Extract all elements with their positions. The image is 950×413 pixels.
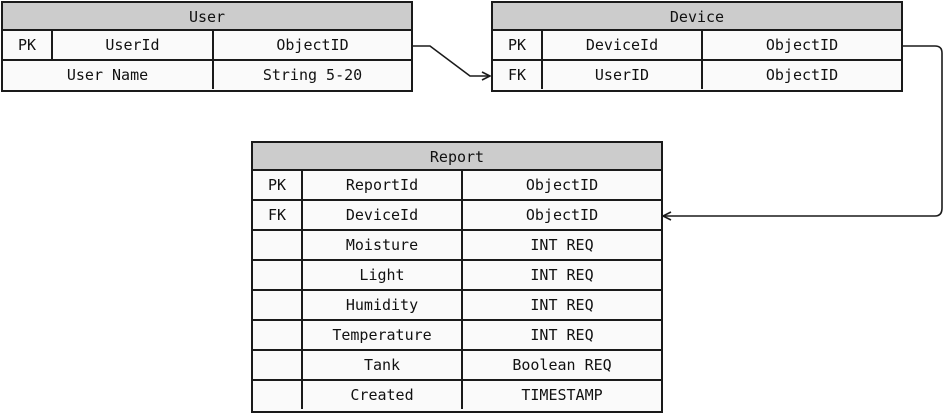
field-type-cell: Boolean REQ <box>512 356 612 374</box>
key-cell: PK <box>493 31 543 59</box>
field-type-cell: ObjectID <box>525 206 599 224</box>
field-type-cell: ObjectID <box>765 36 839 54</box>
table-row: PK DeviceId ObjectID <box>493 31 901 61</box>
connector-device-to-report <box>663 45 943 216</box>
table-row: Temperature INT REQ <box>253 321 661 351</box>
field-type-cell: ObjectID <box>765 66 839 84</box>
device-table: Device PK DeviceId ObjectID FK UserID Ob… <box>491 1 903 92</box>
field-name-cell: Humidity <box>303 291 463 319</box>
table-row: PK UserId ObjectID <box>3 31 411 61</box>
field-type-cell: ObjectID <box>276 36 349 54</box>
field-name-cell: Temperature <box>303 321 463 349</box>
table-row: Light INT REQ <box>253 261 661 291</box>
field-type-cell: INT REQ <box>530 296 594 314</box>
user-table: User PK UserId ObjectID User Name String… <box>1 1 413 92</box>
field-name-cell: Tank <box>303 351 463 379</box>
field-type-cell: INT REQ <box>530 326 594 344</box>
report-attribute-rows: Moisture INT REQ Light INT REQ Humidity … <box>253 231 661 409</box>
field-type-cell: INT REQ <box>530 236 594 254</box>
field-name-cell: DeviceId <box>543 31 703 59</box>
field-name-cell: Moisture <box>303 231 463 259</box>
field-type-cell: String 5-20 <box>262 66 363 84</box>
field-name-cell: UserID <box>543 61 703 89</box>
report-table: Report PK ReportId ObjectID FK DeviceId … <box>251 141 663 413</box>
field-name-cell: UserId <box>53 31 214 59</box>
table-row: PK ReportId ObjectID <box>253 171 661 201</box>
table-header: User <box>3 3 411 31</box>
table-header: Device <box>493 3 901 31</box>
table-row: Moisture INT REQ <box>253 231 661 261</box>
key-cell: PK <box>3 31 53 59</box>
key-cell: FK <box>493 61 543 89</box>
field-name-cell: DeviceId <box>303 201 463 229</box>
key-cell: PK <box>253 171 303 199</box>
field-name-cell: ReportId <box>303 171 463 199</box>
table-row: Created TIMESTAMP <box>253 381 661 409</box>
table-row: Tank Boolean REQ <box>253 351 661 381</box>
key-cell: FK <box>253 201 303 229</box>
field-type-cell: INT REQ <box>530 266 594 284</box>
table-row: FK DeviceId ObjectID <box>253 201 661 231</box>
field-type-cell: ObjectID <box>525 176 599 194</box>
table-row: FK UserID ObjectID <box>493 61 901 89</box>
table-header: Report <box>253 143 661 171</box>
table-row: Humidity INT REQ <box>253 291 661 321</box>
field-name-cell: Light <box>303 261 463 289</box>
connector-user-to-device <box>412 45 490 76</box>
table-row: User Name String 5-20 <box>3 61 411 89</box>
field-name-cell: User Name <box>3 61 214 89</box>
field-type-cell: TIMESTAMP <box>521 386 603 404</box>
field-name-cell: Created <box>303 381 463 409</box>
